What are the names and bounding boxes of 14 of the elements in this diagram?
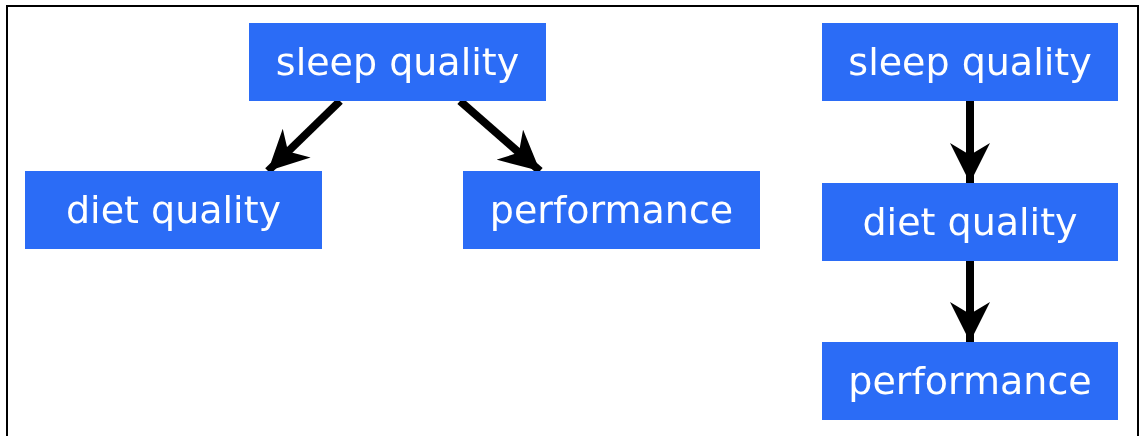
process-box xyxy=(249,23,546,101)
process-box xyxy=(463,171,760,249)
arrow xyxy=(950,101,990,183)
node-label: diet quality xyxy=(862,200,1078,244)
node-label: diet quality xyxy=(66,188,281,232)
process-box xyxy=(822,23,1118,101)
node-label: performance xyxy=(848,359,1092,403)
process-box xyxy=(822,183,1118,261)
arrow xyxy=(950,261,990,342)
process-box xyxy=(25,171,322,249)
node-label: sleep quality xyxy=(848,40,1092,84)
node-label: sleep quality xyxy=(275,40,520,84)
process-box xyxy=(822,342,1118,420)
node-label: performance xyxy=(489,188,734,232)
